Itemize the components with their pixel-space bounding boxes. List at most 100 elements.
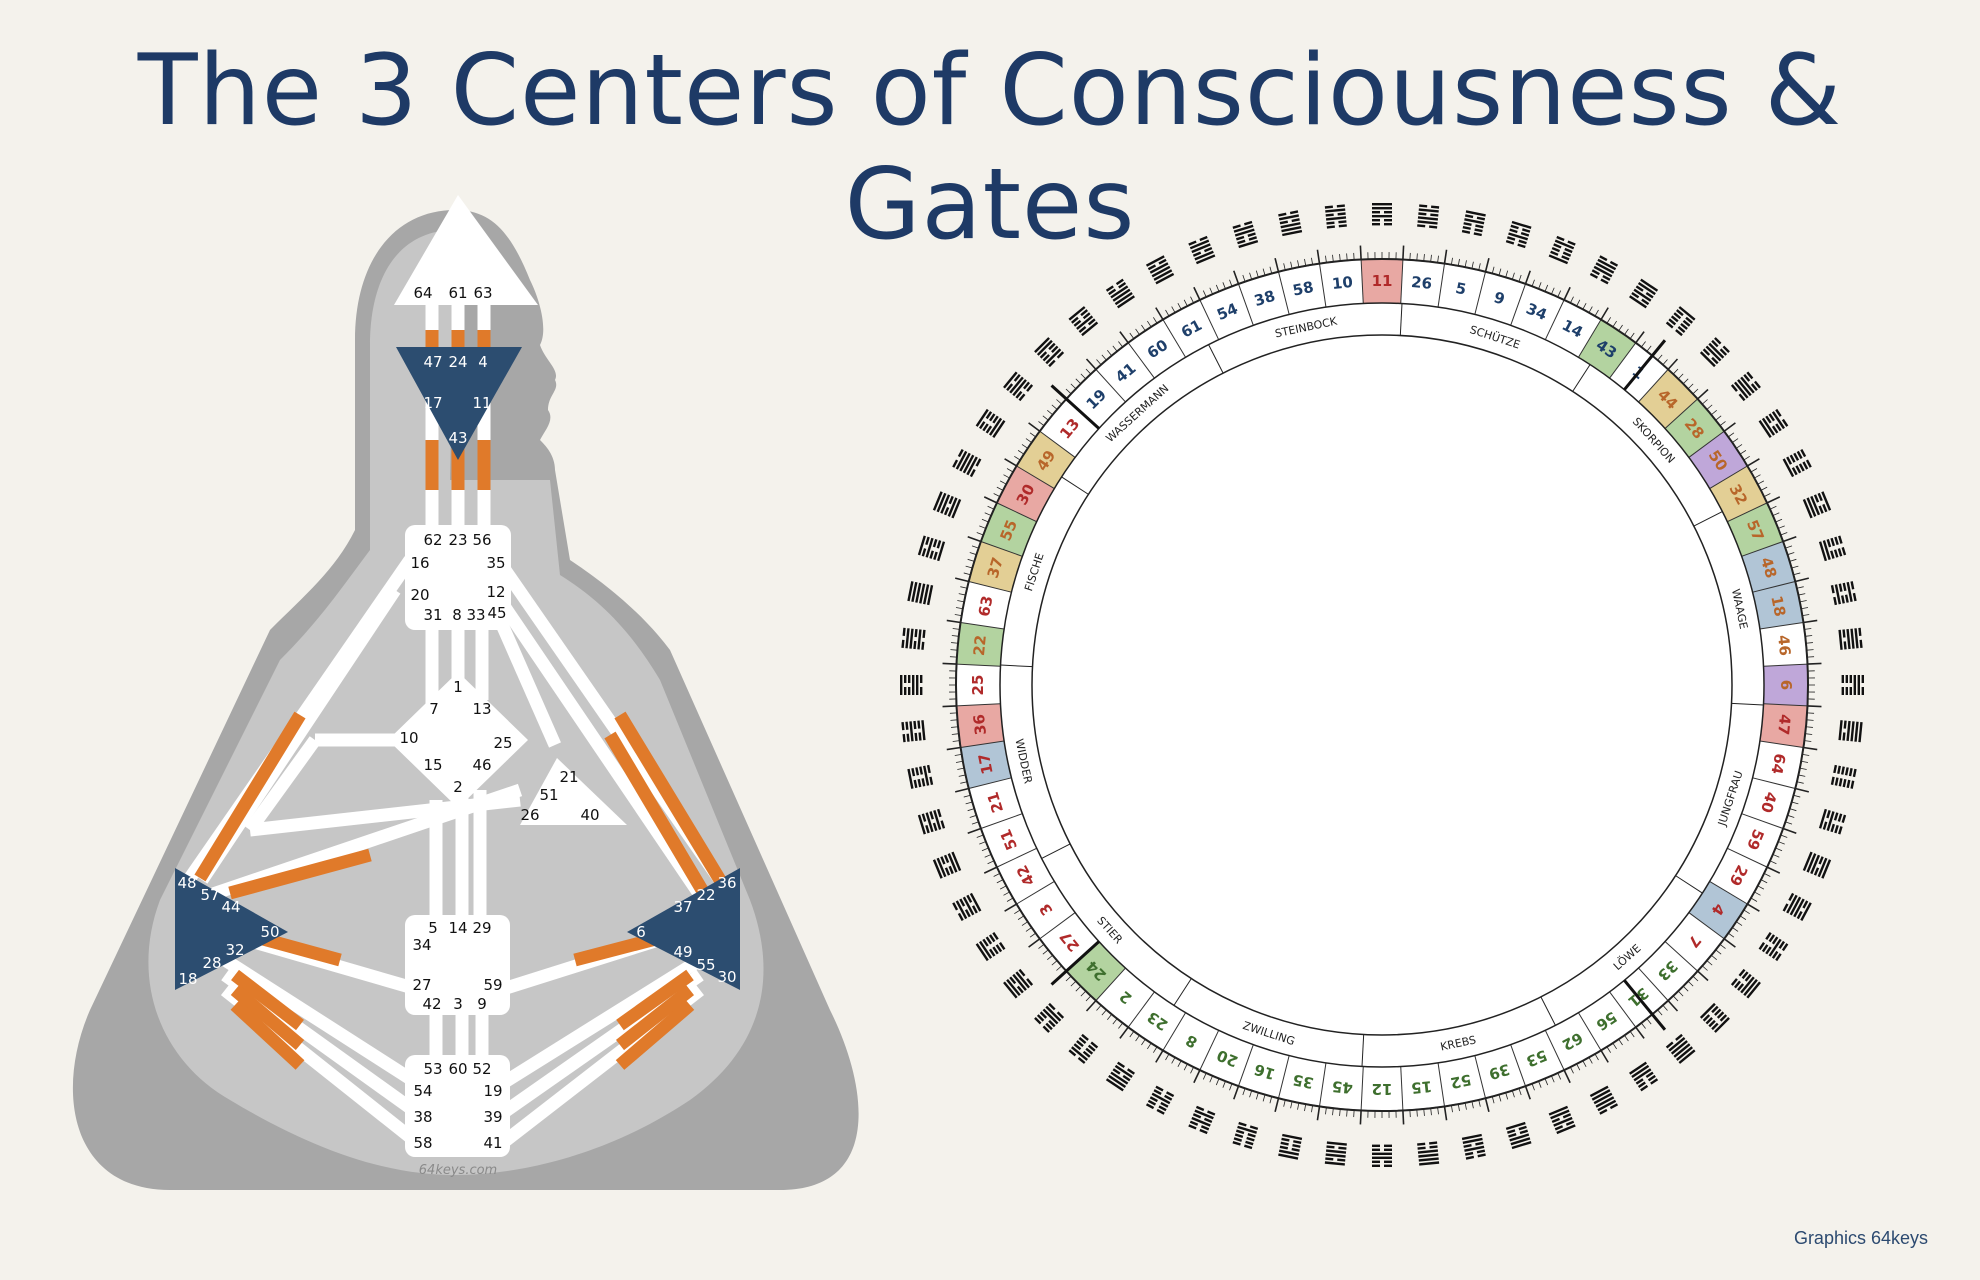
wheel-gate-number: 18 bbox=[1767, 594, 1789, 618]
wheel-tick bbox=[1594, 309, 1599, 317]
wheel-gate-number: 37 bbox=[984, 555, 1007, 580]
gate-label: 5 bbox=[428, 919, 438, 937]
wheel-tick bbox=[1141, 1038, 1146, 1046]
wheel-tick bbox=[958, 593, 966, 596]
gate-label: 37 bbox=[673, 898, 692, 916]
wheel-tick bbox=[1274, 1098, 1280, 1113]
wheel-tick bbox=[1051, 404, 1058, 410]
wheel-tick bbox=[967, 558, 975, 562]
wheel-tick bbox=[1464, 260, 1467, 268]
wheel-gate-number: 17 bbox=[975, 752, 997, 776]
wheel-cell-divider bbox=[1474, 271, 1486, 315]
wheel-tick bbox=[967, 827, 982, 834]
wheel-tick bbox=[1518, 274, 1522, 282]
wheel-ticks bbox=[942, 245, 1822, 1125]
wheel-tick bbox=[1316, 249, 1321, 264]
wheel-tick bbox=[1085, 1000, 1097, 1012]
wheel-tick bbox=[1576, 1063, 1581, 1071]
wheel-tick bbox=[1804, 628, 1812, 630]
wheel-tick bbox=[1750, 897, 1758, 902]
wheel-tick bbox=[1171, 306, 1176, 313]
wheel-tick bbox=[1112, 1018, 1118, 1025]
wheel-tick bbox=[1754, 891, 1761, 896]
gate-label: 41 bbox=[483, 1134, 502, 1152]
wheel-inner-ring bbox=[1031, 334, 1733, 1036]
wheel-tick bbox=[951, 635, 959, 637]
wheel-tick bbox=[1402, 1110, 1405, 1125]
hexagram-icon bbox=[1461, 210, 1486, 237]
wheel-tick bbox=[1339, 1108, 1341, 1116]
hexagram-icon bbox=[1802, 851, 1832, 879]
wheel-cell-divider bbox=[1741, 541, 1784, 557]
wheel-tick bbox=[1772, 854, 1780, 858]
hexagram-icon bbox=[1548, 235, 1576, 265]
hexagram-icon bbox=[1665, 1033, 1696, 1064]
wheel-cell-divider bbox=[1727, 502, 1768, 523]
wheel-tick bbox=[1085, 995, 1092, 1002]
page-title: The 3 Centers of Consciousness & Gates bbox=[137, 34, 1843, 262]
wheel-tick bbox=[1796, 586, 1804, 589]
throat-center bbox=[405, 525, 511, 630]
wheel-tick bbox=[1202, 1072, 1207, 1080]
hexagram-icon bbox=[1665, 306, 1696, 337]
wheel-tick bbox=[1430, 254, 1432, 262]
wheel-tick bbox=[1746, 903, 1760, 912]
wheel-tick bbox=[954, 753, 962, 756]
wheel-tick bbox=[1484, 1098, 1490, 1113]
wheel-tick bbox=[1437, 255, 1439, 263]
wheel-tick bbox=[1635, 331, 1645, 344]
wheel-cell-divider bbox=[1199, 1030, 1220, 1071]
gate-label: 33 bbox=[466, 606, 485, 624]
sacral-center bbox=[405, 915, 510, 1015]
wheel-tick bbox=[1304, 1104, 1307, 1112]
hexagram-icon bbox=[1758, 408, 1789, 438]
wheel-tick bbox=[1618, 324, 1623, 332]
wheel-tick bbox=[967, 536, 982, 543]
hexagram-icon bbox=[907, 581, 934, 606]
wheel-tick bbox=[1080, 373, 1087, 380]
wheel-tick bbox=[1757, 480, 1765, 485]
hexagram-icon bbox=[1372, 1144, 1392, 1167]
wheel-tick bbox=[1728, 432, 1735, 438]
wheel-gate-number: 58 bbox=[1291, 278, 1315, 300]
wheel-tick bbox=[1544, 1078, 1549, 1086]
gate-label: 57 bbox=[200, 886, 219, 904]
wheel-tick bbox=[1332, 254, 1334, 262]
wheel-tick bbox=[946, 619, 961, 624]
gate-label: 51 bbox=[539, 786, 558, 804]
wheel-tick bbox=[1457, 258, 1460, 266]
wheel-gate-cell-highlight bbox=[1759, 703, 1808, 748]
wheel-tick bbox=[1629, 332, 1635, 339]
wheel-tick bbox=[1588, 1057, 1593, 1064]
hexagram-icon bbox=[1782, 448, 1812, 478]
wheel-tick bbox=[1785, 545, 1793, 549]
wheel-tick bbox=[1702, 965, 1708, 971]
wheel-tick bbox=[1657, 354, 1663, 361]
wheel-gate-number: 22 bbox=[970, 634, 990, 657]
wheel-tick bbox=[1118, 1022, 1123, 1029]
gate-label: 1 bbox=[453, 678, 463, 696]
wheel-tick bbox=[1155, 1049, 1164, 1063]
wheel-mid-ring bbox=[999, 302, 1765, 1068]
wheel-tick bbox=[1791, 801, 1799, 805]
wheel-tick bbox=[1021, 444, 1029, 449]
wheel-gate-cell-highlight bbox=[956, 622, 1005, 667]
wheel-tick bbox=[1769, 505, 1777, 510]
wheel-cell-divider bbox=[1095, 369, 1126, 403]
wheel-tick bbox=[1557, 1072, 1562, 1080]
wheel-tick bbox=[1171, 1057, 1176, 1064]
hexagram-icon bbox=[1782, 892, 1812, 922]
gate-label: 54 bbox=[413, 1082, 432, 1100]
wheel-tick bbox=[993, 493, 1001, 497]
wheel-tick bbox=[1805, 726, 1813, 728]
wheel-cell-divider bbox=[1127, 342, 1155, 379]
wheel-tick bbox=[1484, 257, 1490, 272]
wheel-cell-divider bbox=[1709, 465, 1748, 490]
wheel-tick bbox=[1732, 927, 1739, 932]
wheel-tick bbox=[1085, 358, 1097, 370]
wheel-cell-divider bbox=[968, 581, 1012, 593]
wheel-cell-divider bbox=[1400, 1066, 1404, 1111]
sacral-gates: 5 14 29 34 27 59 42 3 9 bbox=[412, 919, 502, 1013]
wheel-tick bbox=[1437, 1107, 1439, 1115]
wheel-tick bbox=[1262, 268, 1266, 276]
